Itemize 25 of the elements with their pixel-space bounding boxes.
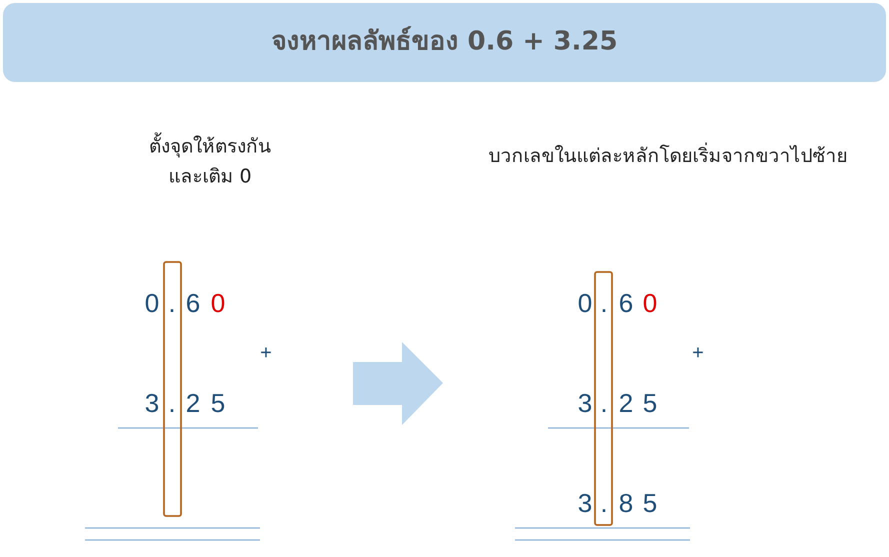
digit: 5 [642, 390, 658, 416]
title: จงหาผลลัพธ์ของ 0.6 + 3.25 [271, 25, 618, 58]
digit: . [600, 490, 608, 516]
digit: 0 [210, 290, 226, 316]
digit: 6 [186, 290, 200, 316]
digit: 0 [144, 290, 160, 316]
digit: . [600, 390, 608, 416]
digit: 3 [144, 390, 160, 416]
digit: . [600, 290, 608, 316]
digit: 3 [578, 490, 592, 516]
plus-sign: + [260, 343, 272, 363]
step-heading: บวกเลขในแต่ละหลักโดยเริ่มจากขวาไปซ้าย [488, 142, 848, 169]
digit: 2 [618, 390, 634, 416]
plus-sign: + [692, 343, 704, 363]
digit: . [168, 390, 176, 416]
digit: 6 [618, 290, 634, 316]
step-heading: ตั้งจุดให้ตรงกัน และเติม 0 [130, 132, 290, 192]
digit: 0 [642, 290, 658, 316]
digit: 5 [642, 490, 658, 516]
digit: 5 [210, 390, 226, 416]
digit: 2 [186, 390, 200, 416]
digit: 8 [618, 490, 634, 516]
digit: 3 [578, 390, 592, 416]
digit: 0 [578, 290, 592, 316]
digit: . [168, 290, 176, 316]
